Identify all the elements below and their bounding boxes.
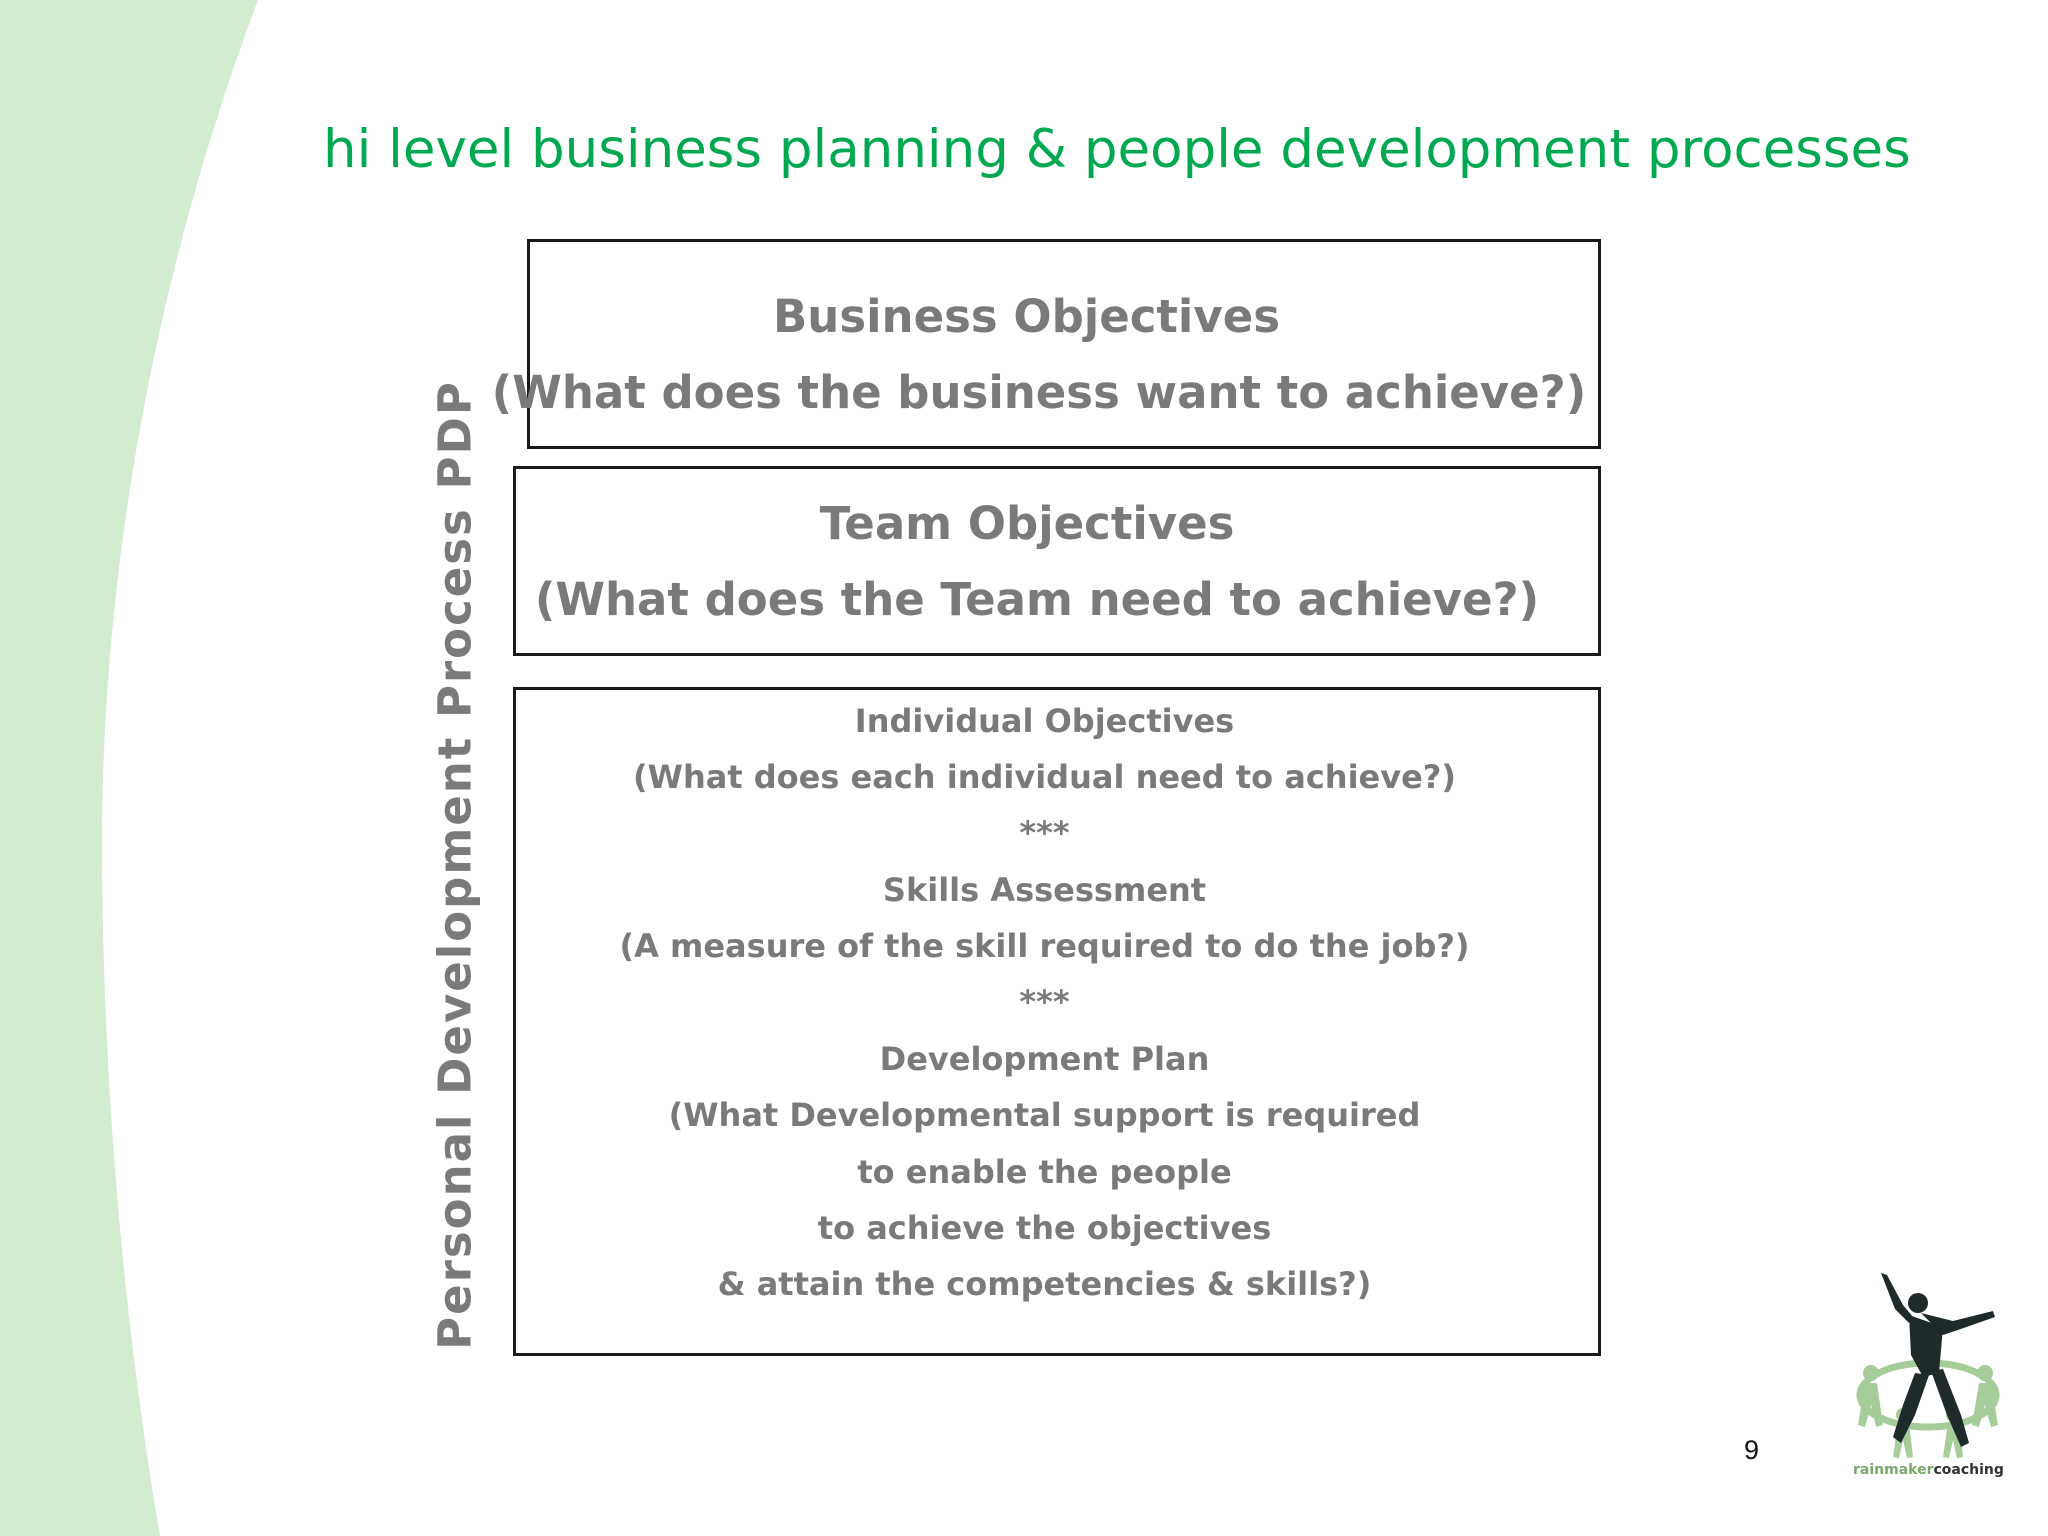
logo-text: rainmakercoaching [1853, 1462, 2013, 1478]
individual-objectives-box: Individual Objectives (What does each in… [513, 687, 1601, 1356]
logo-text-rainmaker: rainmaker [1853, 1462, 1934, 1478]
individual-line: to achieve the objectives [817, 1209, 1272, 1247]
individual-line: (A measure of the skill required to do t… [619, 927, 1470, 965]
business-objectives-heading: Business Objectives [773, 290, 1280, 343]
team-objectives-box: Team Objectives (What does the Team need… [513, 466, 1601, 656]
team-objectives-heading: Team Objectives [819, 497, 1235, 550]
individual-line: Skills Assessment [882, 871, 1207, 909]
business-objectives-question: (What does the business want to achieve?… [491, 366, 1587, 419]
individual-line: to enable the people [857, 1153, 1232, 1191]
dancing-figure-logo-icon [1856, 1273, 2000, 1458]
individual-line: Development Plan [879, 1040, 1210, 1078]
team-objectives-question: (What does the Team need to achieve?) [534, 573, 1540, 626]
slide-title: hi level business planning & people deve… [323, 119, 1911, 180]
individual-line: Individual Objectives [854, 702, 1235, 740]
separator-stars: *** [1019, 983, 1070, 1021]
individual-line: (What Developmental support is required [668, 1096, 1421, 1134]
page-number: 9 [1744, 1435, 1760, 1465]
individual-line: & attain the competencies & skills?) [717, 1265, 1372, 1303]
business-objectives-box: Business Objectives (What does the busin… [492, 239, 1601, 449]
individual-line: (What does each individual need to achie… [633, 758, 1456, 796]
logo-text-coaching: coaching [1933, 1462, 2004, 1478]
separator-stars: *** [1019, 814, 1070, 852]
